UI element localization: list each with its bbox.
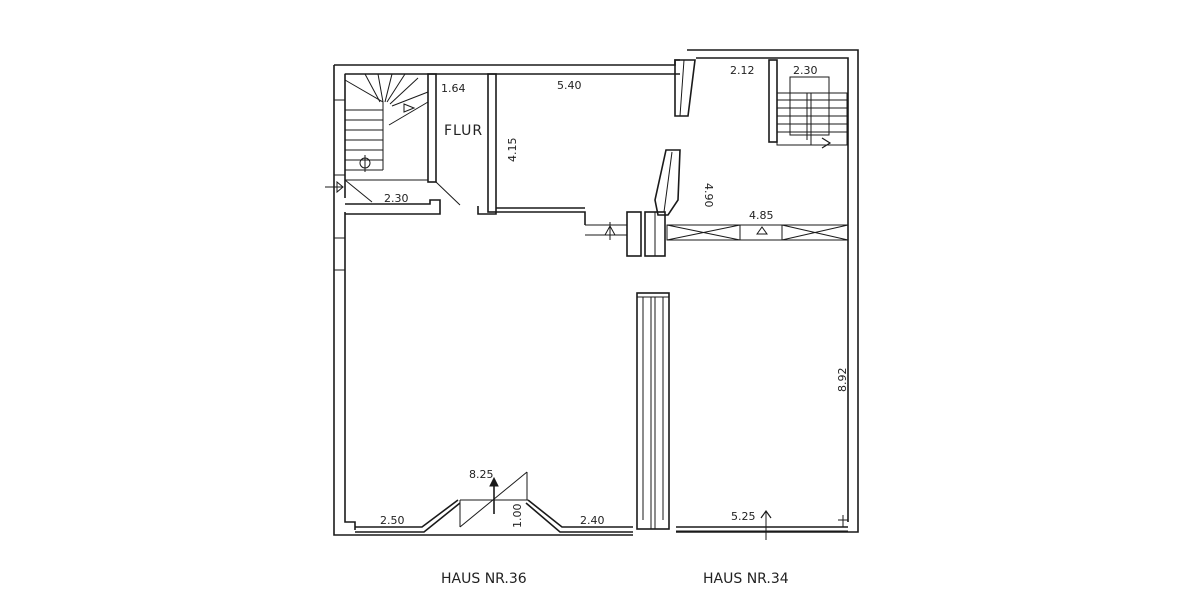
dim-hall-left-front-left: 2.50 bbox=[380, 514, 405, 527]
dim-entrance-depth: 1.00 bbox=[511, 504, 524, 529]
right-upper-room bbox=[666, 59, 849, 241]
room-label-flur: FLUR bbox=[444, 123, 483, 139]
dim-hall-right-front: 5.25 bbox=[731, 510, 756, 523]
central-partition bbox=[636, 292, 670, 530]
stair-left bbox=[325, 73, 429, 203]
entrance-right bbox=[760, 509, 772, 540]
dim-stair-left-width: 2.30 bbox=[384, 192, 409, 205]
stair-arrow-icon bbox=[821, 137, 832, 149]
dim-right-depth: 4.90 bbox=[702, 183, 715, 208]
entrance-right-arrow-icon bbox=[760, 509, 772, 519]
captions: HAUS NR.36 HAUS NR.34 bbox=[441, 571, 789, 587]
dimension-labels: 1.64 FLUR 2.30 5.40 4.15 2.12 2.30 4.90 … bbox=[380, 64, 849, 528]
flur-room bbox=[345, 73, 497, 215]
dim-center-depth: 4.15 bbox=[506, 138, 519, 163]
dim-center-width: 5.40 bbox=[557, 79, 582, 92]
dim-right-width-a: 2.12 bbox=[730, 64, 755, 77]
caption-haus-34: HAUS NR.34 bbox=[703, 571, 789, 587]
caption-haus-36: HAUS NR.36 bbox=[441, 571, 527, 587]
dim-hall-left-total: 8.25 bbox=[469, 468, 494, 481]
opening-arrow-icon bbox=[756, 226, 768, 235]
arrow-icon bbox=[403, 103, 416, 113]
dim-right-opening: 4.85 bbox=[749, 209, 774, 222]
entrance-left bbox=[459, 471, 528, 528]
outer-walls bbox=[333, 49, 859, 536]
dim-hall-left-front-right: 2.40 bbox=[580, 514, 605, 527]
dim-hall-right-depth: 8.92 bbox=[836, 368, 849, 393]
dim-flur-width: 1.64 bbox=[441, 82, 466, 95]
dim-right-width-b: 2.30 bbox=[793, 64, 818, 77]
center-room bbox=[496, 59, 696, 257]
